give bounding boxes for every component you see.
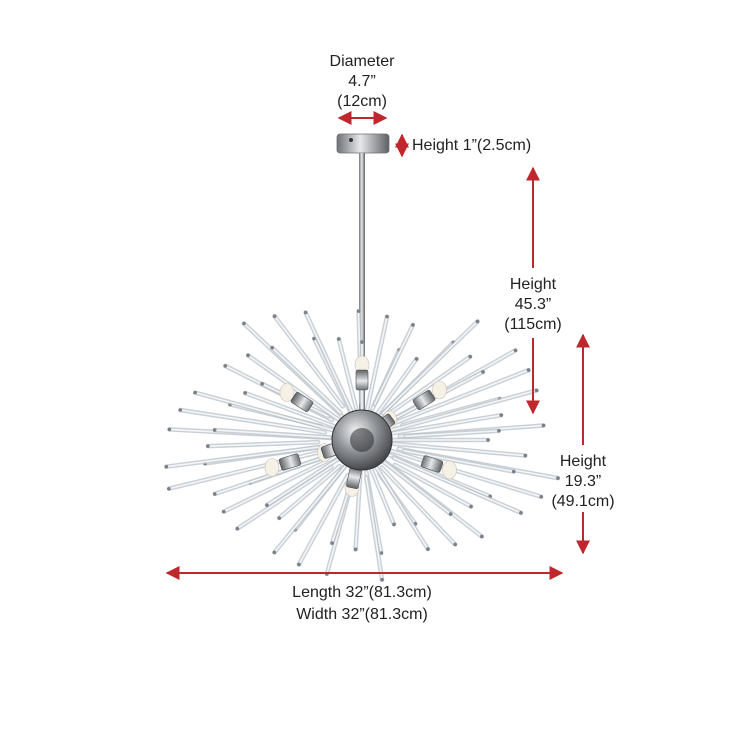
glass-rod [336, 336, 359, 411]
width-text: Width 32”(81.3cm) [296, 606, 428, 623]
glass-rod [370, 356, 419, 423]
glass-rod [235, 464, 334, 531]
glass-rod [384, 369, 486, 425]
glass-rod [272, 313, 346, 409]
glass-rod [392, 462, 474, 509]
length-label: Length 32”(81.3cm) [262, 583, 462, 603]
overall-height-label: Height 45.3” (115cm) [483, 275, 583, 335]
glass-rod [367, 464, 397, 527]
glass-rod [390, 412, 504, 436]
diameter-inches: 4.7” [348, 73, 376, 90]
glass-rod [269, 345, 344, 416]
glass-rod [385, 437, 491, 443]
glass-rod [383, 388, 539, 434]
fixture-height-title: Height [559, 453, 607, 470]
glass-rod [380, 319, 480, 416]
glass-rod [392, 367, 531, 426]
bulb-socket [354, 355, 370, 391]
overall-height-title: Height [509, 276, 557, 293]
fixture-height-label: Height 19.3” (49.1cm) [533, 452, 633, 512]
central-hub [331, 409, 393, 471]
canopy [336, 133, 390, 154]
overall-height-inches: 45.3” [514, 296, 552, 313]
glass-rod [296, 473, 350, 567]
glass-rod [164, 444, 327, 469]
glass-rod [178, 407, 328, 435]
diameter-cm: (12cm) [337, 93, 387, 110]
glass-rod [379, 465, 458, 547]
glass-rod [369, 458, 431, 552]
glass-rod [391, 441, 528, 458]
glass-rod [403, 428, 502, 439]
glass-rod [242, 390, 337, 429]
glass-rod [389, 354, 473, 415]
diameter-title: Diameter [329, 53, 395, 70]
bulb-socket [420, 455, 457, 480]
glass-rod [391, 455, 524, 516]
glass-rod [264, 453, 346, 508]
fixture-height-cm: (49.1cm) [551, 493, 615, 510]
bulb-socket [412, 380, 447, 410]
glass-rod [303, 310, 355, 417]
bulb-socket [279, 383, 314, 412]
overall-height-cm: (115cm) [504, 316, 562, 333]
canopy-height-text: Height 1”(2.5cm) [412, 137, 532, 154]
glass-rod [212, 427, 333, 440]
width-label: Width 32”(81.3cm) [262, 605, 462, 625]
glass-rod [221, 454, 339, 514]
diameter-label: Diameter 4.7” (12cm) [312, 52, 412, 112]
glass-rod [380, 458, 453, 517]
glass-rod [401, 448, 516, 474]
glass-rod [272, 461, 350, 555]
canopy-height-label: Height 1”(2.5cm) [412, 136, 531, 156]
downrod [359, 153, 365, 415]
glass-rod [245, 353, 347, 427]
glass-rod [276, 463, 342, 521]
length-text: Length 32”(81.3cm) [292, 584, 432, 601]
fixture-height-inches: 19.3” [564, 473, 602, 490]
glass-rod [364, 314, 390, 416]
glass-rod [383, 447, 544, 500]
glass-rod [205, 439, 321, 449]
glass-rod [372, 322, 416, 407]
glass-rod [166, 445, 340, 491]
glass-rod [192, 390, 341, 434]
bulb-socket [264, 453, 302, 477]
